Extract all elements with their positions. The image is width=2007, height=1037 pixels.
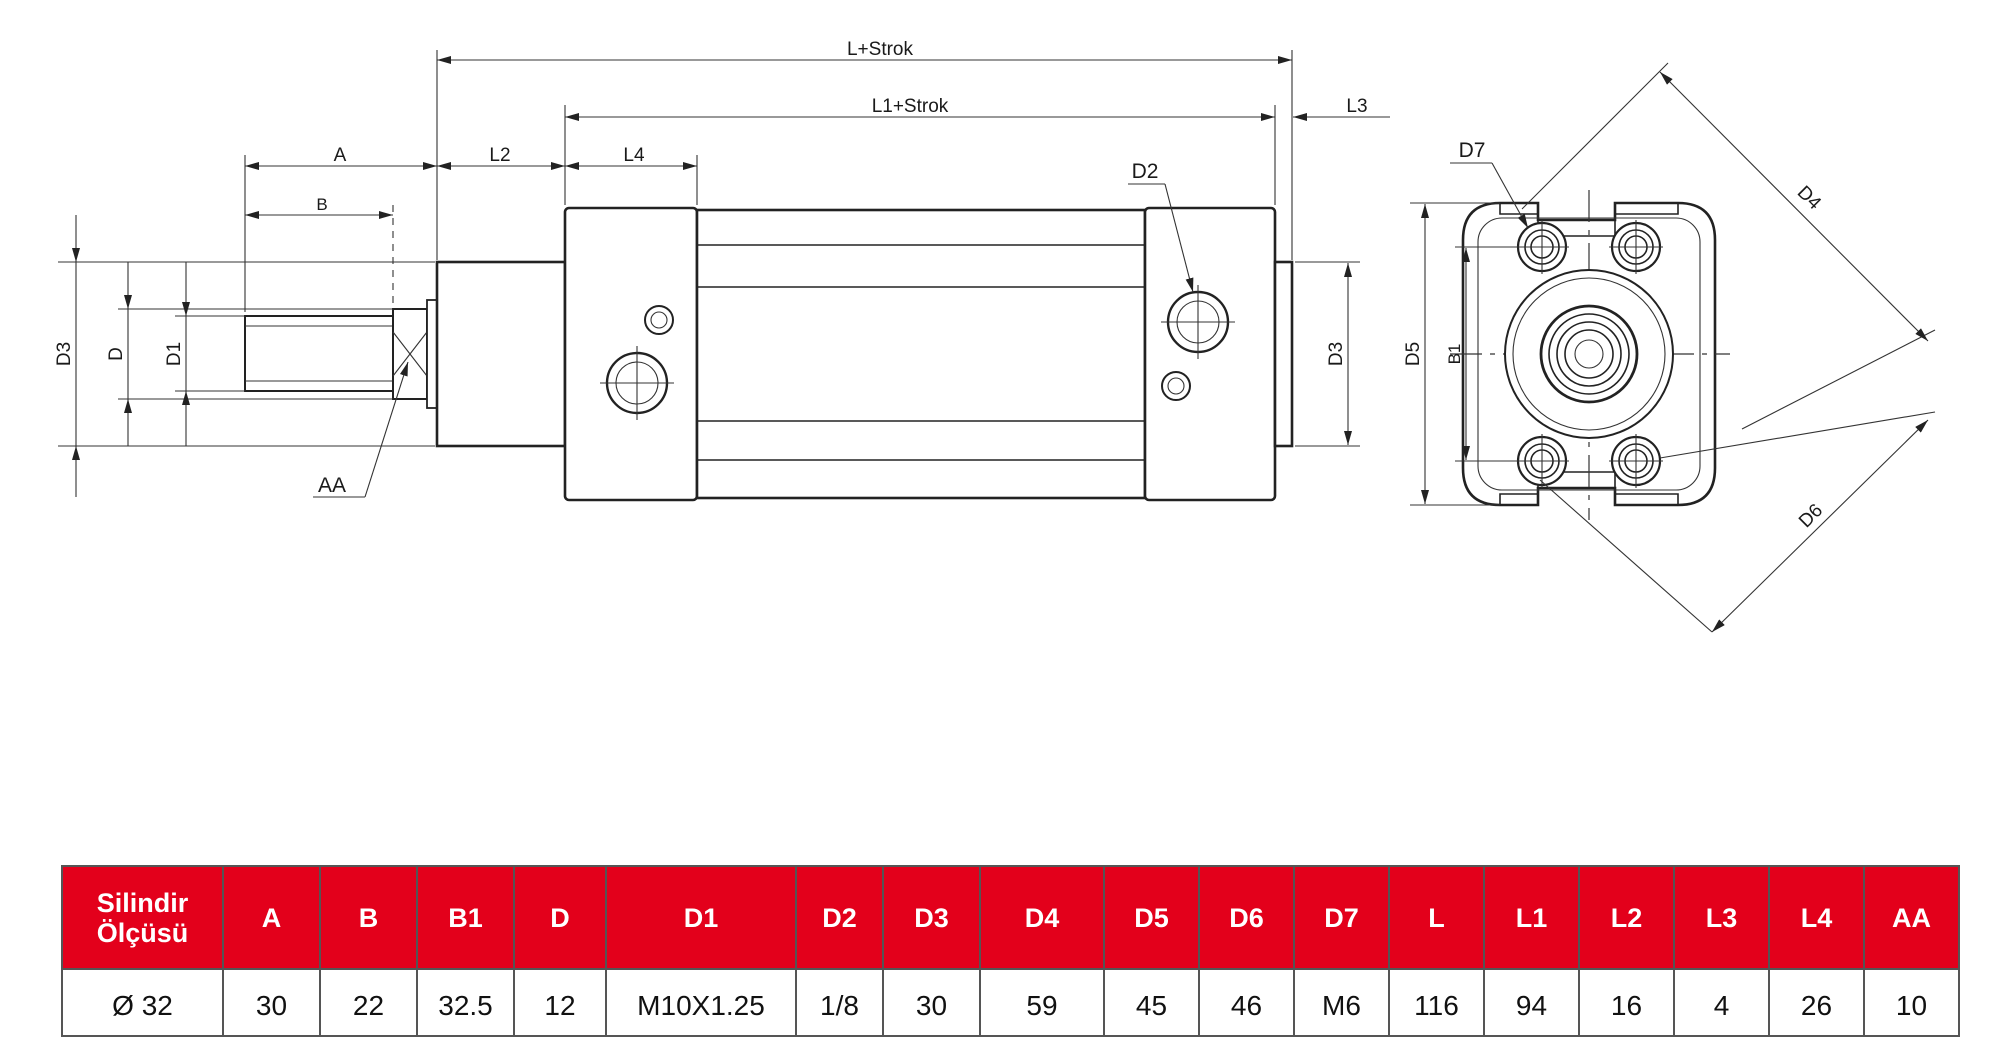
cell-l2: 16: [1578, 968, 1675, 1037]
dim-l4-label: L4: [623, 145, 645, 166]
cell-d7: M6: [1293, 968, 1390, 1037]
header-l1: L1: [1483, 865, 1580, 970]
dim-l3-label: L3: [1346, 96, 1367, 117]
dim-d2-label: D2: [1132, 160, 1159, 183]
cell-aa: 10: [1863, 968, 1960, 1037]
cell-d2: 1/8: [795, 968, 884, 1037]
cell-d3: 30: [882, 968, 981, 1037]
cell-d4: 59: [979, 968, 1105, 1037]
header-l2: L2: [1578, 865, 1675, 970]
header-d2: D2: [795, 865, 884, 970]
dim-aa-label: AA: [318, 474, 346, 497]
dim-d5-label: D5: [1403, 342, 1424, 366]
table-header-row: Silindir Ölçüsü A B B1 D D1 D2 D3 D4 D5 …: [61, 865, 1960, 970]
dim-d7-label: D7: [1459, 139, 1486, 162]
side-view-dimensions: L+Strok L1+Strok L3 A L2 L4 B D2 D3: [54, 39, 1390, 498]
corner-hole-tr: [1609, 220, 1663, 274]
cell-d: 12: [513, 968, 607, 1037]
header-aa: AA: [1863, 865, 1960, 970]
cell-l: 116: [1388, 968, 1485, 1037]
dim-a-label: A: [334, 145, 347, 166]
dim-d6-label: D6: [1795, 500, 1827, 532]
dim-l2-label: L2: [489, 145, 510, 166]
corner-hole-br: [1609, 434, 1663, 488]
cell-l3: 4: [1673, 968, 1770, 1037]
dim-b1-label: B1: [1445, 344, 1464, 365]
cell-l1: 94: [1483, 968, 1580, 1037]
header-b1: B1: [416, 865, 515, 970]
header-d5: D5: [1103, 865, 1200, 970]
cell-a: 30: [222, 968, 321, 1037]
cell-cylinder-size: Ø 32: [61, 968, 224, 1037]
cylinder-side-view: [244, 206, 1294, 502]
header-l: L: [1388, 865, 1485, 970]
header-d7: D7: [1293, 865, 1390, 970]
cell-l4: 26: [1768, 968, 1865, 1037]
header-l3: L3: [1673, 865, 1770, 970]
cell-d1: M10X1.25: [605, 968, 797, 1037]
dimension-table: Silindir Ölçüsü A B B1 D D1 D2 D3 D4 D5 …: [61, 865, 1960, 1037]
table-row: Ø 32 30 22 32.5 12 M10X1.25 1/8 30 59 45…: [61, 968, 1960, 1037]
cell-b1: 32.5: [416, 968, 515, 1037]
cell-d5: 45: [1103, 968, 1200, 1037]
dim-l-strok-label: L+Strok: [847, 39, 914, 60]
header-d: D: [513, 865, 607, 970]
dim-b-label: B: [316, 195, 327, 214]
dim-d1-label: D1: [164, 342, 185, 366]
header-b: B: [319, 865, 418, 970]
dim-d3-left-label: D3: [54, 342, 75, 366]
header-a: A: [222, 865, 321, 970]
cell-d6: 46: [1198, 968, 1295, 1037]
header-d3: D3: [882, 865, 981, 970]
header-d6: D6: [1198, 865, 1295, 970]
cylinder-front-view: [1450, 190, 1730, 520]
header-l4: L4: [1768, 865, 1865, 970]
cell-b: 22: [319, 968, 418, 1037]
header-d1: D1: [605, 865, 797, 970]
dim-l1-strok-label: L1+Strok: [872, 96, 949, 117]
dim-d-label: D: [106, 347, 127, 361]
header-cylinder-size: Silindir Ölçüsü: [61, 865, 224, 970]
header-d4: D4: [979, 865, 1105, 970]
dim-d3-right-label: D3: [1326, 342, 1347, 366]
